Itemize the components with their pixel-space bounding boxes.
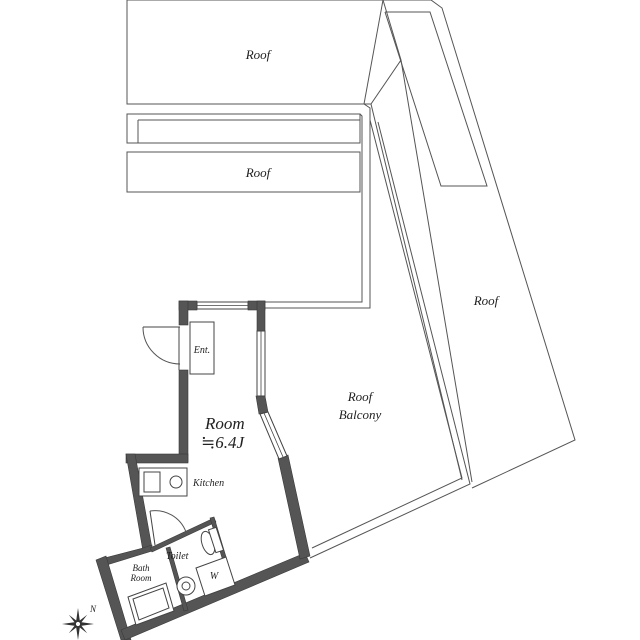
roof-middle-area [126, 113, 361, 193]
roof-top-label: Roof [245, 47, 273, 62]
roof-middle-label: Roof [245, 165, 273, 180]
parapet-outline [127, 103, 371, 309]
toilet-label: Toilet [166, 551, 189, 562]
room-name-label: Room [204, 414, 245, 433]
roof-top-area [126, 0, 402, 105]
roof-right-area [363, 0, 576, 489]
room-area-label: ≒6.4J [201, 433, 245, 452]
windows [196, 301, 288, 460]
bathtub [127, 582, 175, 626]
compass-rose-icon [62, 608, 94, 640]
roof-right-label: Roof [473, 293, 501, 308]
washer-label: W [210, 571, 220, 582]
roof-balcony-label-line1: Roof [347, 389, 375, 404]
compass-north-label: N [89, 604, 97, 614]
toilet-fixture [149, 510, 225, 556]
entrance-label: Ent. [193, 345, 210, 356]
roof-balcony-area [309, 119, 471, 559]
roof-balcony-label-line2: Balcony [339, 407, 382, 422]
kitchen-label: Kitchen [192, 478, 224, 489]
entrance-door [142, 321, 215, 375]
bath-label-line2: Room [130, 573, 152, 583]
bath-label-line1: Bath [133, 563, 150, 573]
washer-area [176, 556, 236, 597]
kitchen-fixtures [138, 467, 188, 497]
